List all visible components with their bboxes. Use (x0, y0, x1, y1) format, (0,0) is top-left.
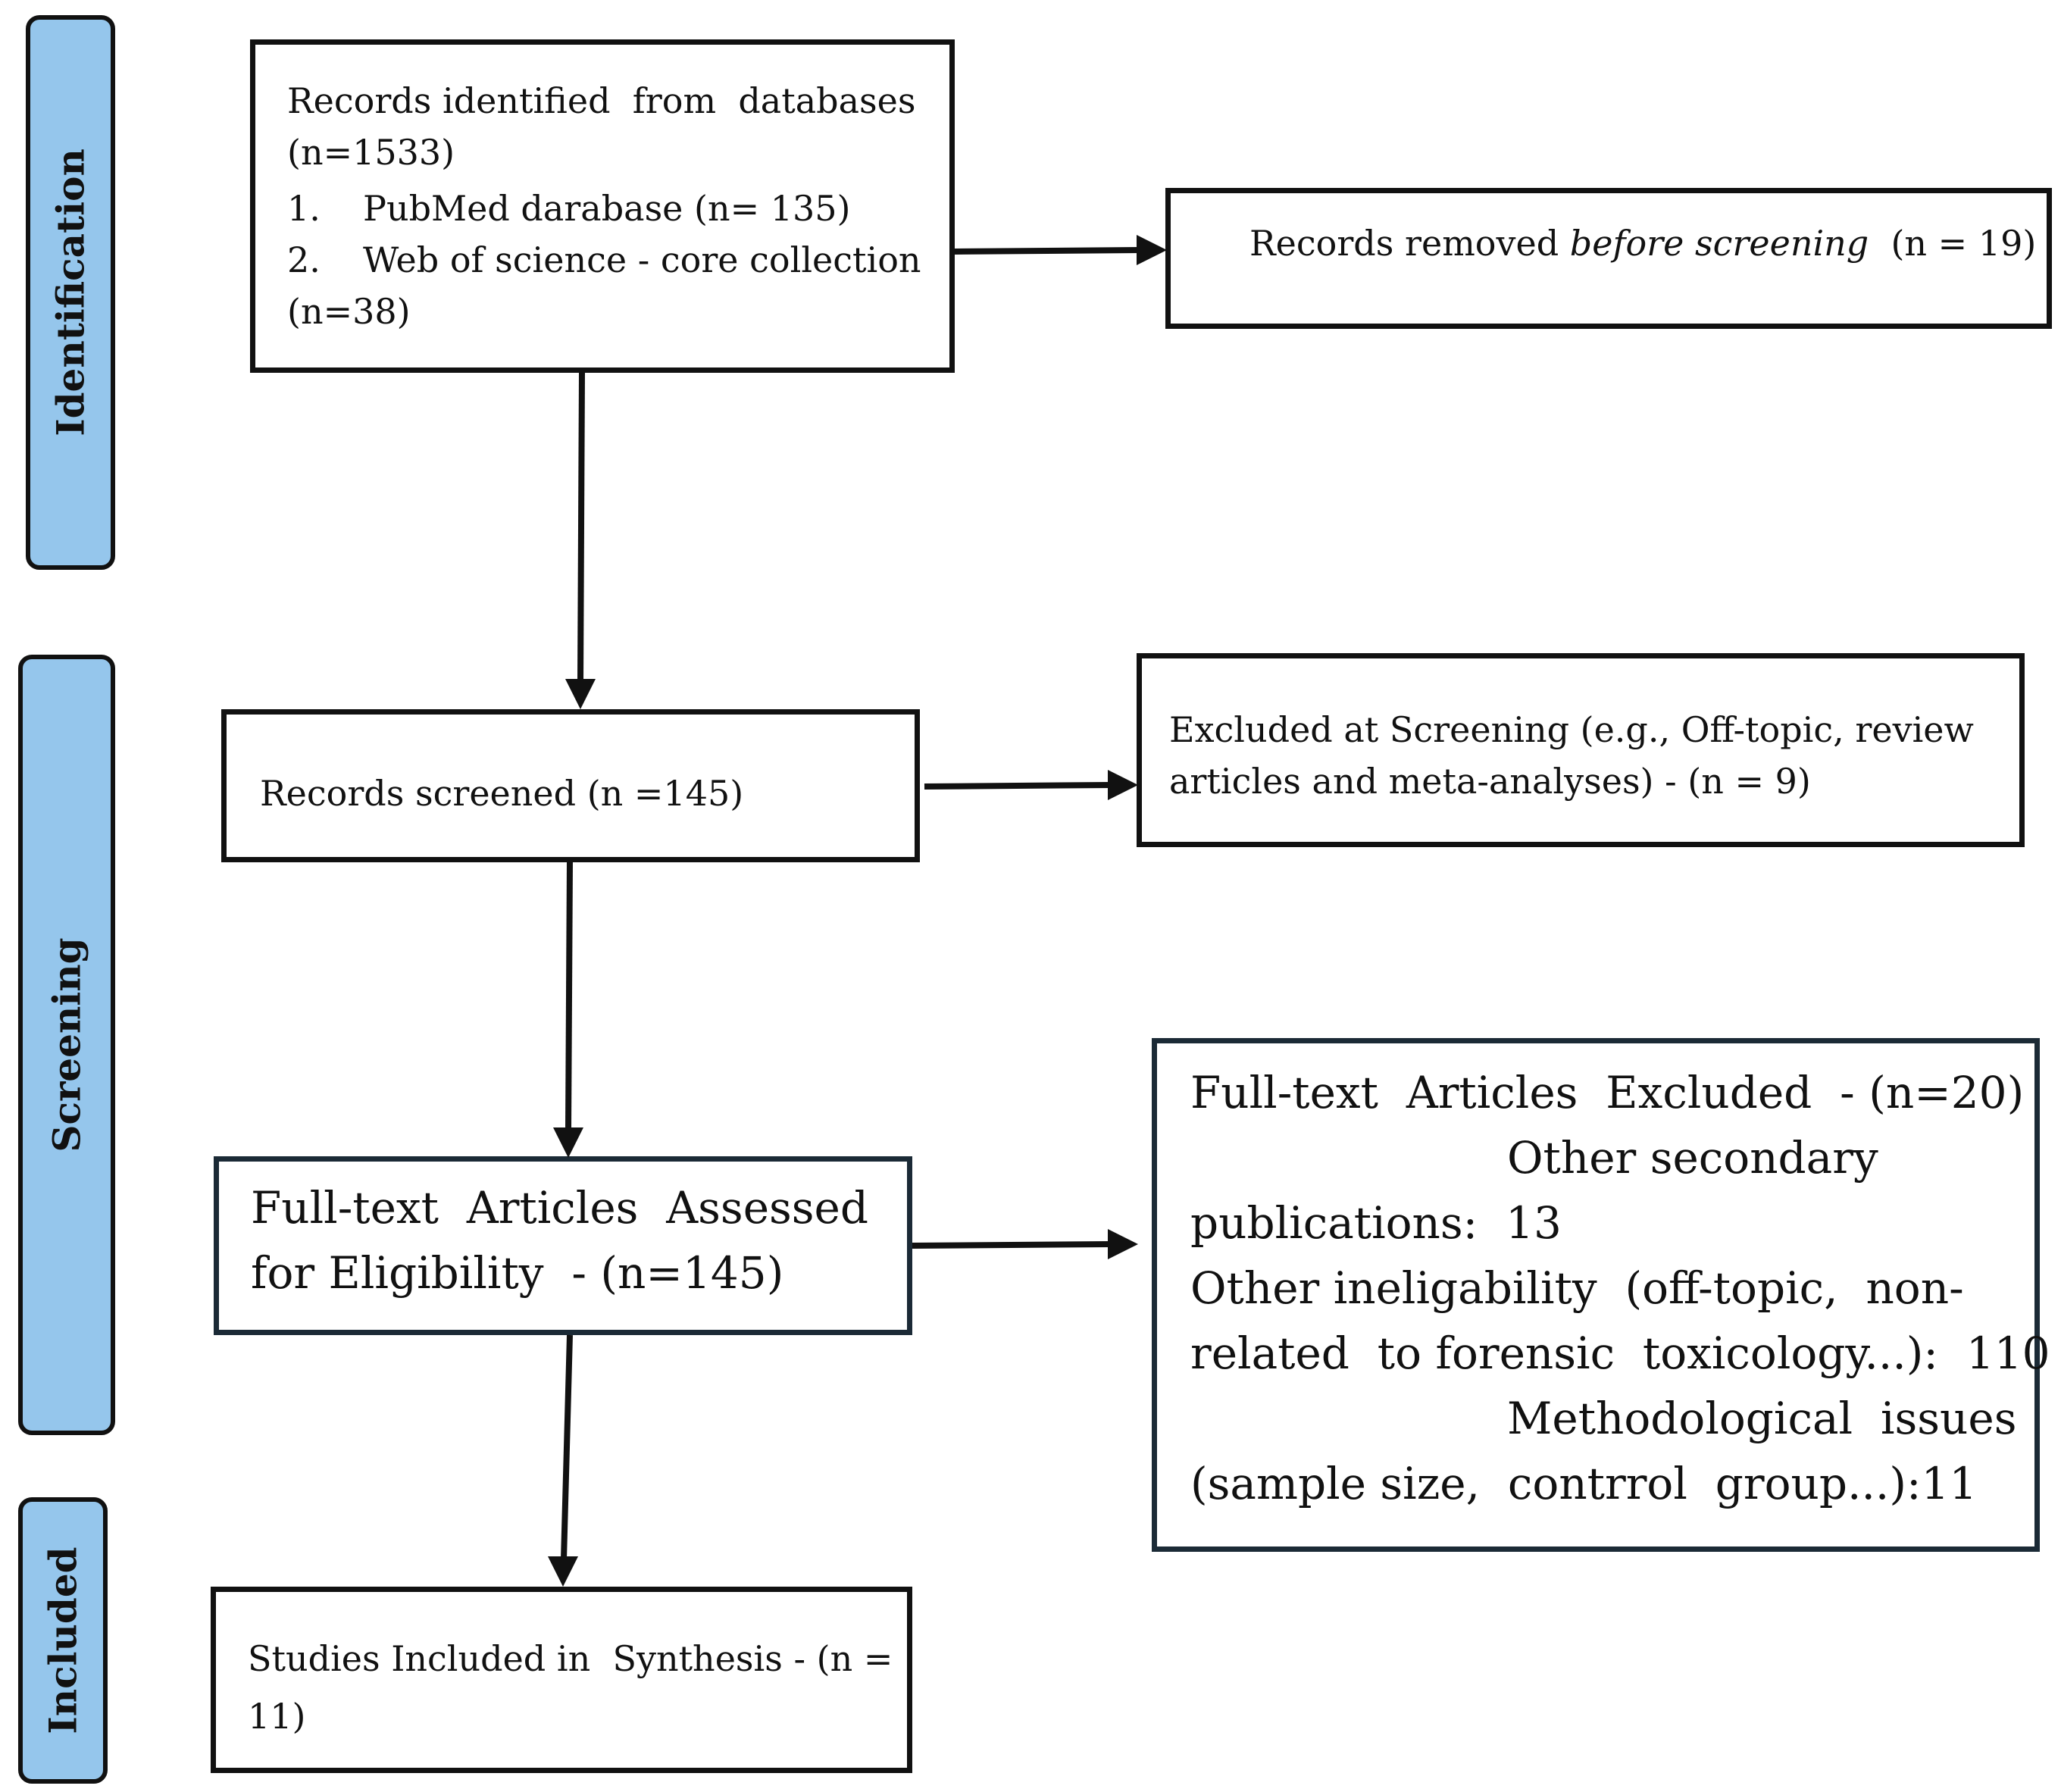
full-text-excluded-line2: Other secondary (1507, 1132, 1878, 1184)
arrow-screened-to-assessed-head (553, 1127, 583, 1158)
studies-included-line1: Studies Included in Synthesis - (n = (248, 1638, 893, 1679)
full-text-excluded-line6: Methodological issues (1507, 1393, 2017, 1444)
source-item-wos-count: (n=38) (287, 291, 411, 332)
excluded-screening-line2: articles and meta-analyses) - (n = 9) (1169, 761, 1811, 802)
arrow-screened-to-excluded (924, 782, 1112, 790)
records-identified-line1: Records identified from databases (287, 80, 916, 121)
studies-included-line2: 11) (248, 1696, 306, 1737)
full-text-excluded-box: Full-text Articles Excluded - (n=20) Oth… (1152, 1038, 2050, 1552)
full-text-assessed-line1: Full-text Articles Assessed (251, 1182, 869, 1234)
arrow-assessed-to-included-head (548, 1556, 578, 1587)
records-screened-text: Records screened (n =145) (260, 773, 744, 814)
records-identified-count: (n=1533) (287, 132, 455, 173)
full-text-assessed-box: Full-text Articles Assessed for Eligibil… (214, 1156, 912, 1335)
arrow-identified-to-removed (954, 247, 1140, 255)
arrow-screened-to-assessed (565, 862, 573, 1131)
phase-included: Included (18, 1497, 108, 1784)
arrow-assessed-to-excluded-head (1108, 1229, 1138, 1259)
full-text-excluded-line3: publications: 13 (1190, 1197, 1562, 1249)
excluded-at-screening-box: Excluded at Screening (e.g., Off-topic, … (1137, 653, 2025, 847)
arrow-assessed-to-excluded (912, 1241, 1112, 1249)
studies-included-box: Studies Included in Synthesis - (n = 11) (211, 1587, 912, 1773)
arrow-identified-to-screened (577, 372, 585, 683)
records-removed-box: Records removed before screening (n = 19… (1165, 188, 2052, 329)
full-text-excluded-line4: Other ineligability (off-topic, non- (1190, 1262, 1964, 1314)
full-text-excluded-line7: (sample size, contrrol group...):11 (1190, 1458, 1978, 1509)
phase-screening: Screening (18, 655, 115, 1435)
arrow-assessed-to-included (561, 1334, 573, 1560)
full-text-excluded-line1: Full-text Articles Excluded - (n=20) (1190, 1067, 2025, 1118)
full-text-assessed-line2: for Eligibility - (n=145) (251, 1247, 784, 1299)
source-item-pubmed: 1.PubMed darabase (n= 135) (287, 188, 851, 229)
records-screened-box: Records screened (n =145) (221, 709, 920, 862)
arrow-identified-to-removed-head (1137, 235, 1167, 265)
phase-identification: Identification (26, 15, 115, 570)
arrow-screened-to-excluded-head (1108, 770, 1138, 800)
source-item-web-of-science: 2.Web of science - core collection (287, 239, 921, 280)
excluded-screening-line1: Excluded at Screening (e.g., Off-topic, … (1169, 709, 1974, 750)
records-removed-text: Records removed before screening (n = 19… (1249, 223, 2037, 264)
records-identified-box: Records identified from databases (n=153… (250, 39, 955, 373)
arrow-identified-to-screened-head (565, 679, 596, 709)
